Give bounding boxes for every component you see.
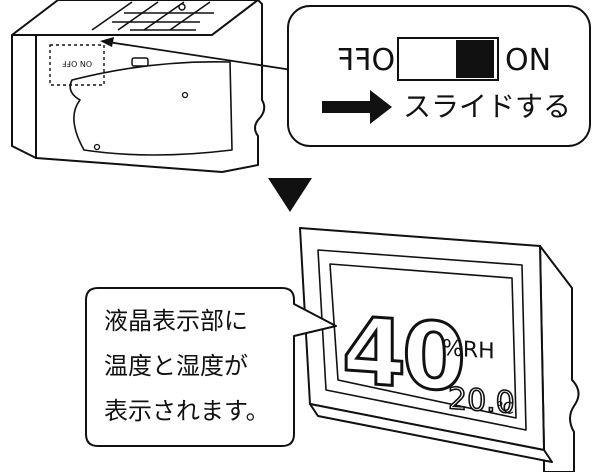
device-back-switch-label: ON OFF [61, 59, 92, 68]
lcd-humidity-value: 40 [342, 297, 462, 412]
display-callout-line-2: 温度と湿度が [104, 352, 248, 380]
switch-off-label: OFF [337, 43, 395, 78]
lcd-temperature-value: 20.0 [448, 381, 515, 421]
display-callout-bubble [85, 287, 337, 447]
display-callout-line-1: 液晶表示部に [104, 307, 248, 335]
slide-direction-arrow-icon [322, 90, 392, 124]
slide-instruction-text: スライドする [403, 90, 571, 123]
switch-on-label: ON [505, 43, 551, 78]
lcd-readout: 40 %RH 20.0 ℃ [341, 296, 516, 422]
display-callout-line-3: 表示されます。 [104, 397, 270, 425]
device-back-view [11, 0, 266, 173]
switch-pointer-line [107, 41, 293, 71]
lcd-temperature-unit: ℃ [496, 398, 514, 418]
switch-pointer-arrowhead [100, 37, 114, 47]
down-arrow-icon [268, 178, 312, 212]
device-front-view [299, 227, 580, 472]
lcd-humidity-unit: %RH [442, 336, 495, 365]
slide-switch-knob [456, 40, 494, 78]
